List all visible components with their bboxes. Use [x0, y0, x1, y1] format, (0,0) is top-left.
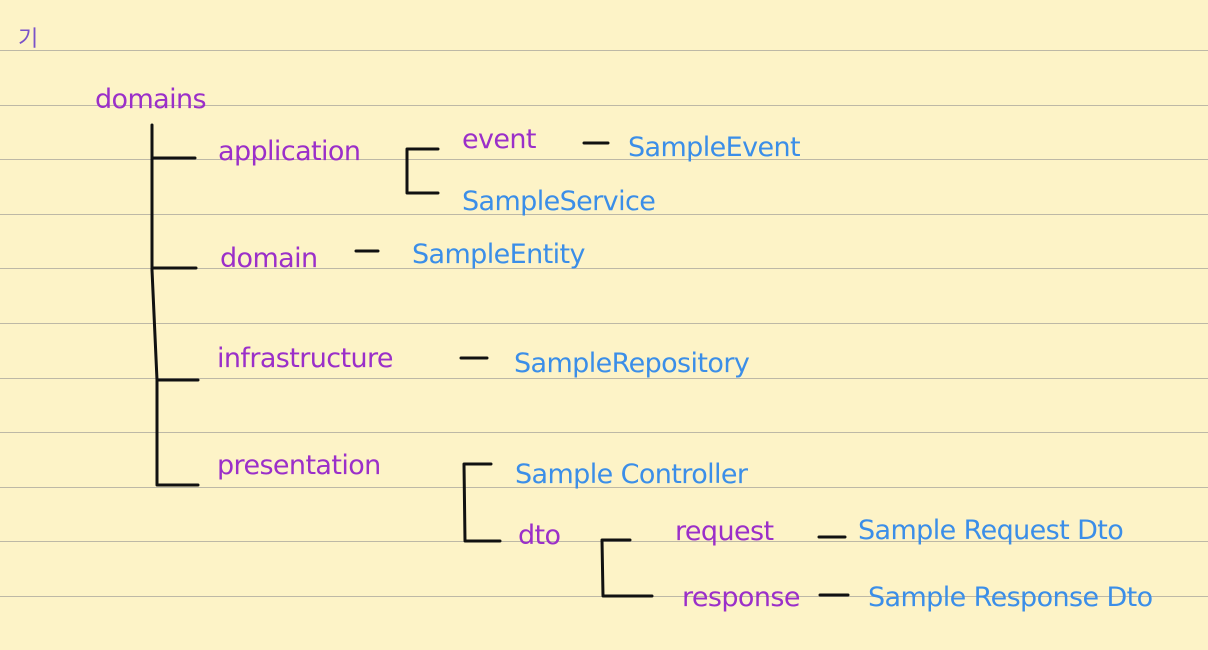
ruled-line [0, 214, 1208, 215]
folder-infrastructure: infrastructure [217, 343, 394, 374]
ruled-line [0, 487, 1208, 488]
bracket-presentation [462, 462, 502, 543]
root-trunk [150, 123, 200, 487]
file-sample-service: SampleService [462, 186, 656, 217]
file-sample-event: SampleEvent [628, 132, 801, 163]
file-sample-entity: SampleEntity [412, 239, 585, 270]
file-sample-repository: SampleRepository [514, 348, 750, 379]
file-sample-response-dto: Sample Response Dto [868, 582, 1153, 613]
bracket-application [405, 147, 440, 195]
ruled-line [0, 50, 1208, 51]
ruled-line [0, 268, 1208, 269]
folder-application: application [218, 136, 361, 167]
folder-event: event [462, 124, 537, 155]
folder-request: request [675, 516, 774, 547]
folder-domain: domain [220, 243, 318, 274]
folder-dto: dto [518, 520, 561, 551]
ruled-line [0, 432, 1208, 433]
file-sample-request-dto: Sample Request Dto [858, 515, 1124, 546]
ruled-line [0, 105, 1208, 106]
ruled-line [0, 378, 1208, 379]
folder-response: response [682, 582, 800, 613]
corner-mark: 기 [18, 27, 38, 52]
ruled-line [0, 159, 1208, 160]
bracket-dto [600, 538, 654, 598]
ruled-line [0, 323, 1208, 324]
file-sample-controller: Sample Controller [515, 459, 748, 490]
folder-presentation: presentation [217, 450, 381, 481]
folder-domains: domains [95, 84, 207, 115]
